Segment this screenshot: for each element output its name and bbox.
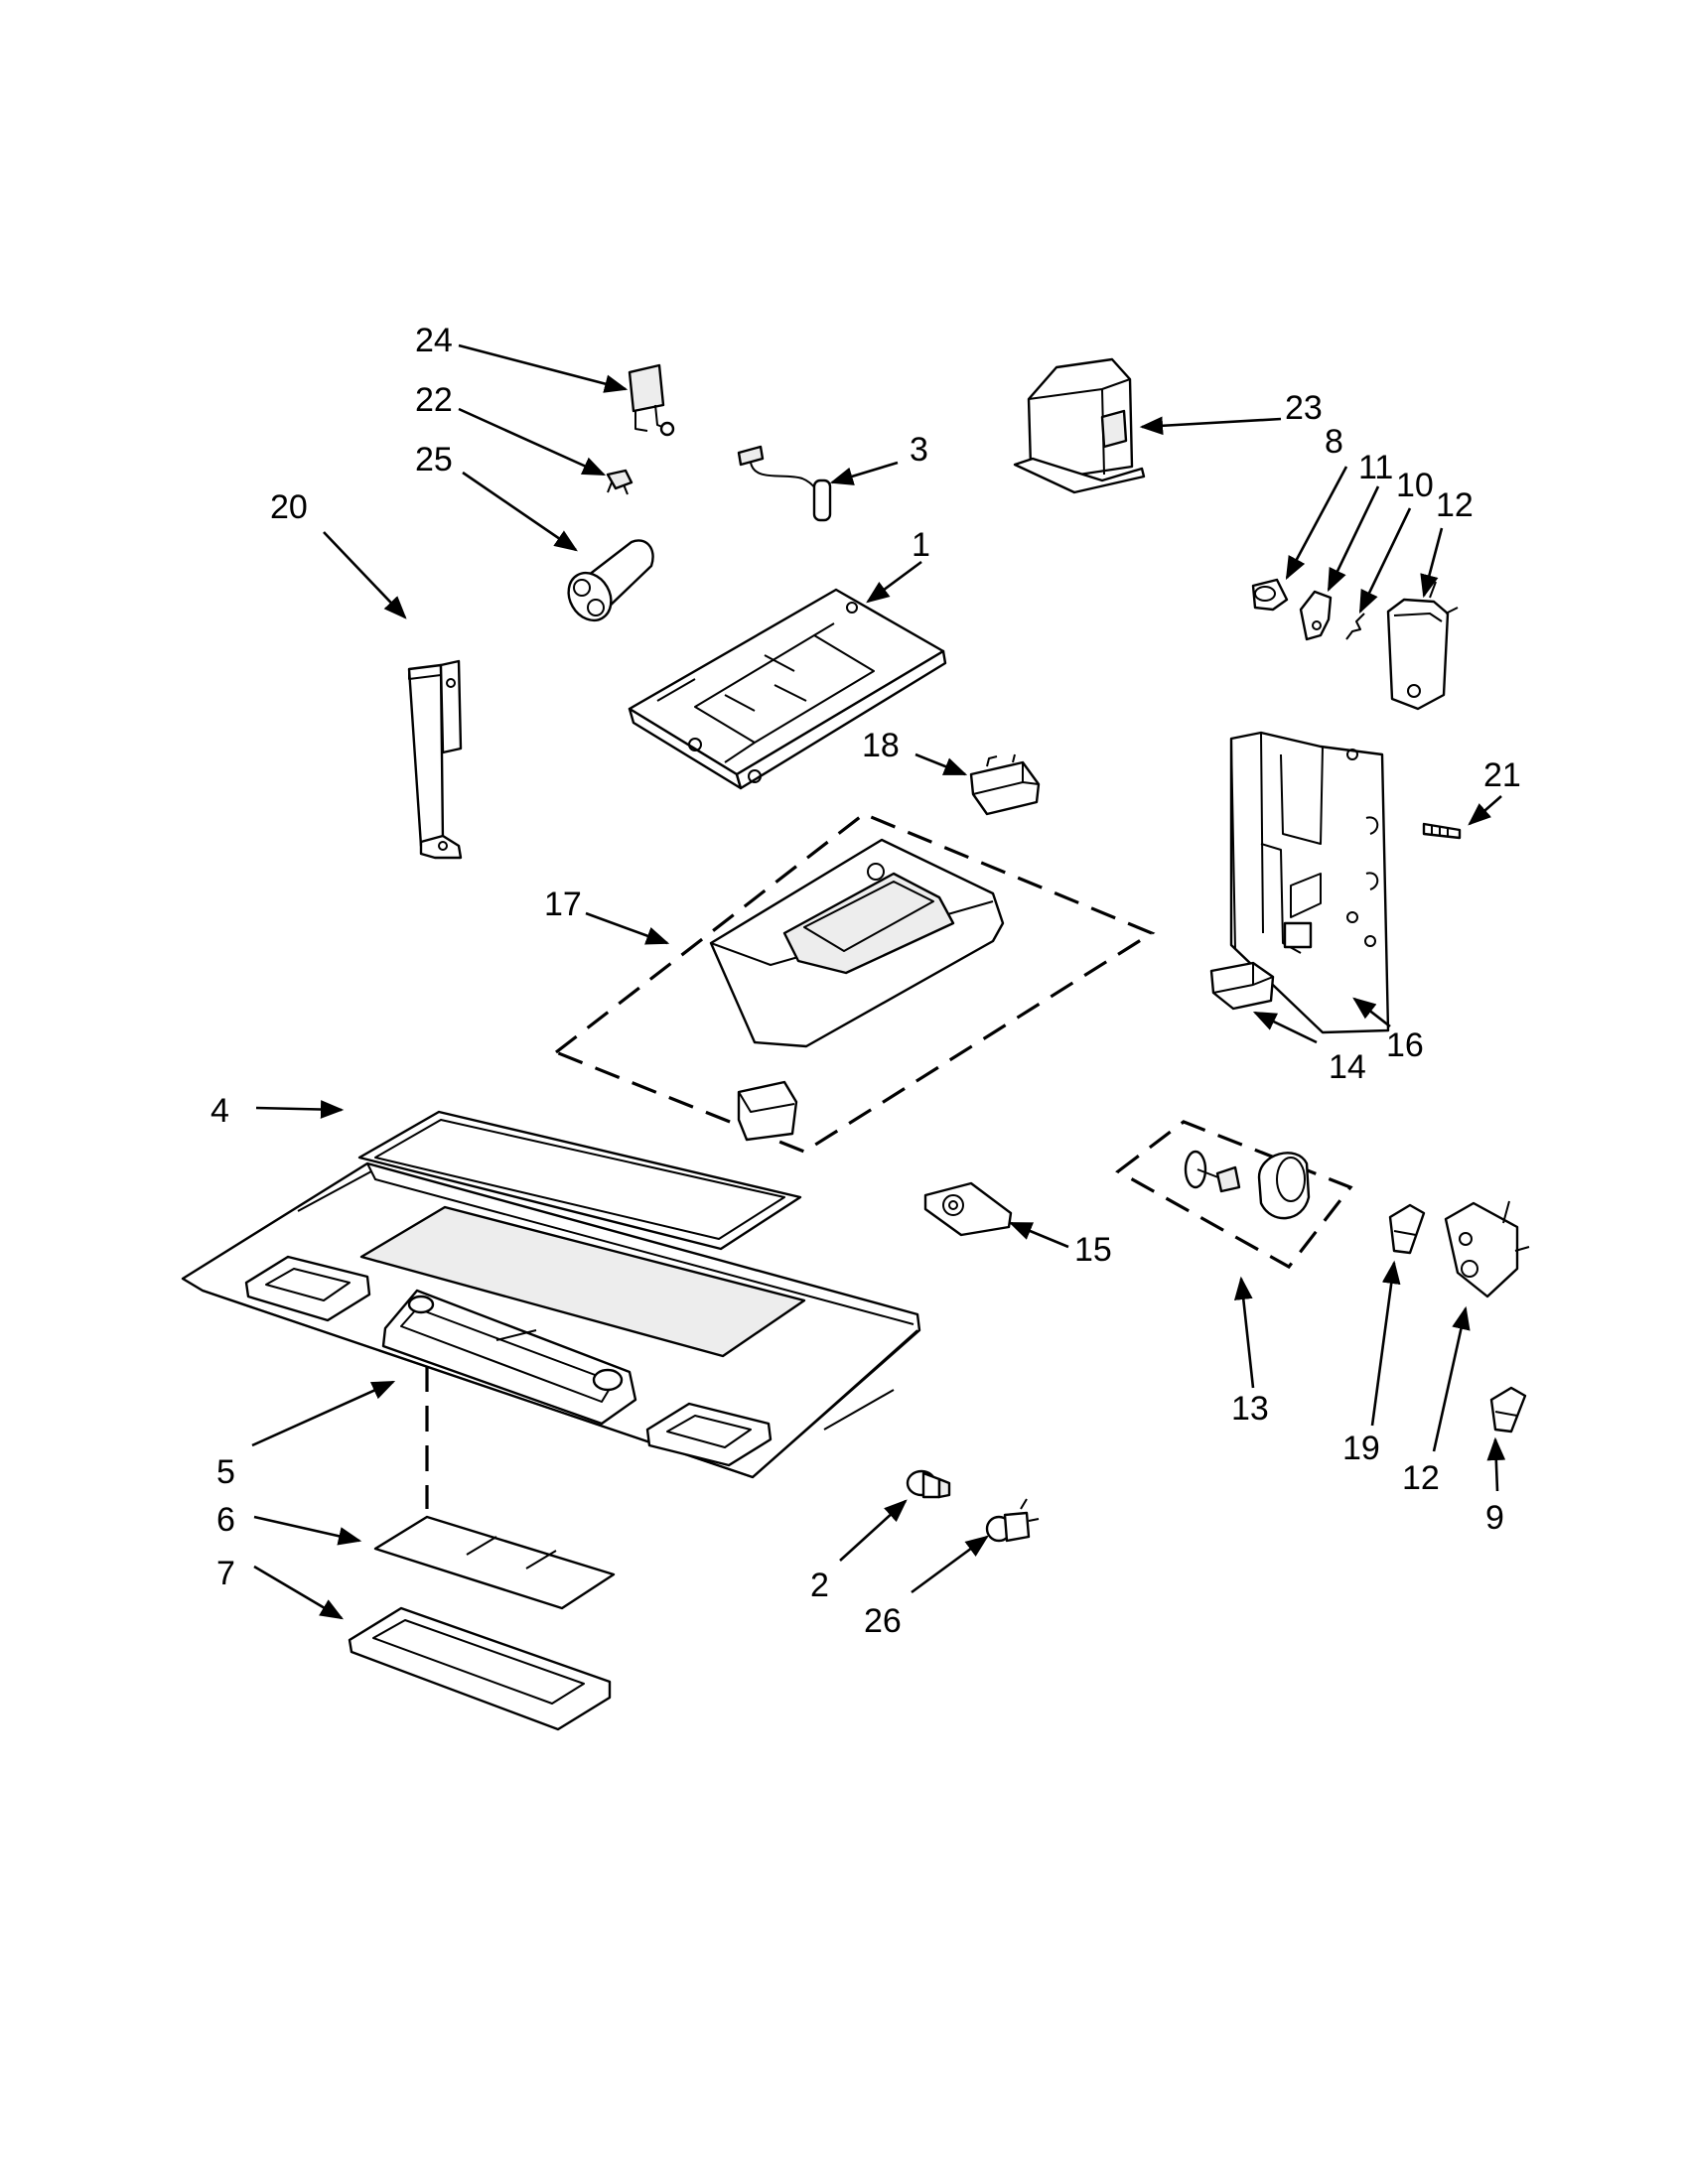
part-9-switch <box>1489 1386 1527 1433</box>
part-22-clip <box>606 469 633 495</box>
part-23-transformer <box>1013 357 1146 494</box>
callout-10: 10 <box>1396 467 1434 504</box>
part-11-switch-actuator <box>1299 590 1333 641</box>
part-3-wire-harness <box>737 445 832 522</box>
part-18-box <box>969 753 1041 816</box>
part-15-plate <box>923 1181 1013 1237</box>
callout-5: 5 <box>216 1453 235 1491</box>
callout-26: 26 <box>864 1602 902 1640</box>
callout-9: 9 <box>1485 1499 1504 1537</box>
part-10-spring <box>1345 613 1365 640</box>
callout-21: 21 <box>1483 756 1521 794</box>
callout-8: 8 <box>1325 423 1343 461</box>
part-2-lamp <box>906 1469 951 1499</box>
part-20-bracket <box>407 659 463 860</box>
callout-2: 2 <box>810 1567 829 1604</box>
callout-12-lower: 12 <box>1402 1459 1440 1497</box>
callout-19: 19 <box>1342 1430 1380 1467</box>
callout-25: 25 <box>415 441 453 478</box>
part-12-switch-upper <box>1386 581 1459 711</box>
part-26-lamp-socket <box>985 1498 1040 1543</box>
callout-14: 14 <box>1329 1048 1366 1086</box>
part-19-switch <box>1388 1203 1426 1255</box>
callout-11: 11 <box>1358 449 1393 486</box>
part-5-bottom-panel <box>181 1161 921 1479</box>
callout-labels: 24 22 25 20 3 1 23 8 11 10 12 18 21 17 1… <box>211 322 1521 1640</box>
callout-24: 24 <box>415 322 453 359</box>
part-13-group <box>1115 1120 1353 1270</box>
callout-16: 16 <box>1386 1026 1424 1064</box>
part-14-relay <box>1209 961 1275 1011</box>
callout-15: 15 <box>1074 1231 1112 1269</box>
callout-22: 22 <box>415 381 453 419</box>
part-1-mounting-plate <box>628 588 947 790</box>
callout-4: 4 <box>211 1092 229 1130</box>
callout-13: 13 <box>1231 1390 1269 1428</box>
part-17-group <box>552 812 1156 1154</box>
part-24-bracket <box>628 363 675 437</box>
leader-lines <box>251 343 1506 1620</box>
callout-12-upper: 12 <box>1436 486 1474 524</box>
part-16-control-bracket <box>1229 731 1390 1034</box>
part-7-lens-frame <box>348 1606 612 1731</box>
part-12-switch-lower <box>1444 1200 1530 1298</box>
callout-23: 23 <box>1285 389 1323 427</box>
part-4-filter <box>357 1110 802 1251</box>
callout-18: 18 <box>862 727 900 764</box>
callout-20: 20 <box>270 488 308 526</box>
callout-6: 6 <box>216 1501 235 1539</box>
callout-3: 3 <box>910 431 928 469</box>
callout-17: 17 <box>544 886 582 923</box>
part-6-lens <box>373 1515 616 1610</box>
part-25-capacitor <box>567 539 654 622</box>
callout-1: 1 <box>912 526 930 564</box>
part-8-bushing <box>1251 578 1289 612</box>
part-21-screw <box>1422 822 1462 840</box>
callout-7: 7 <box>216 1555 235 1592</box>
